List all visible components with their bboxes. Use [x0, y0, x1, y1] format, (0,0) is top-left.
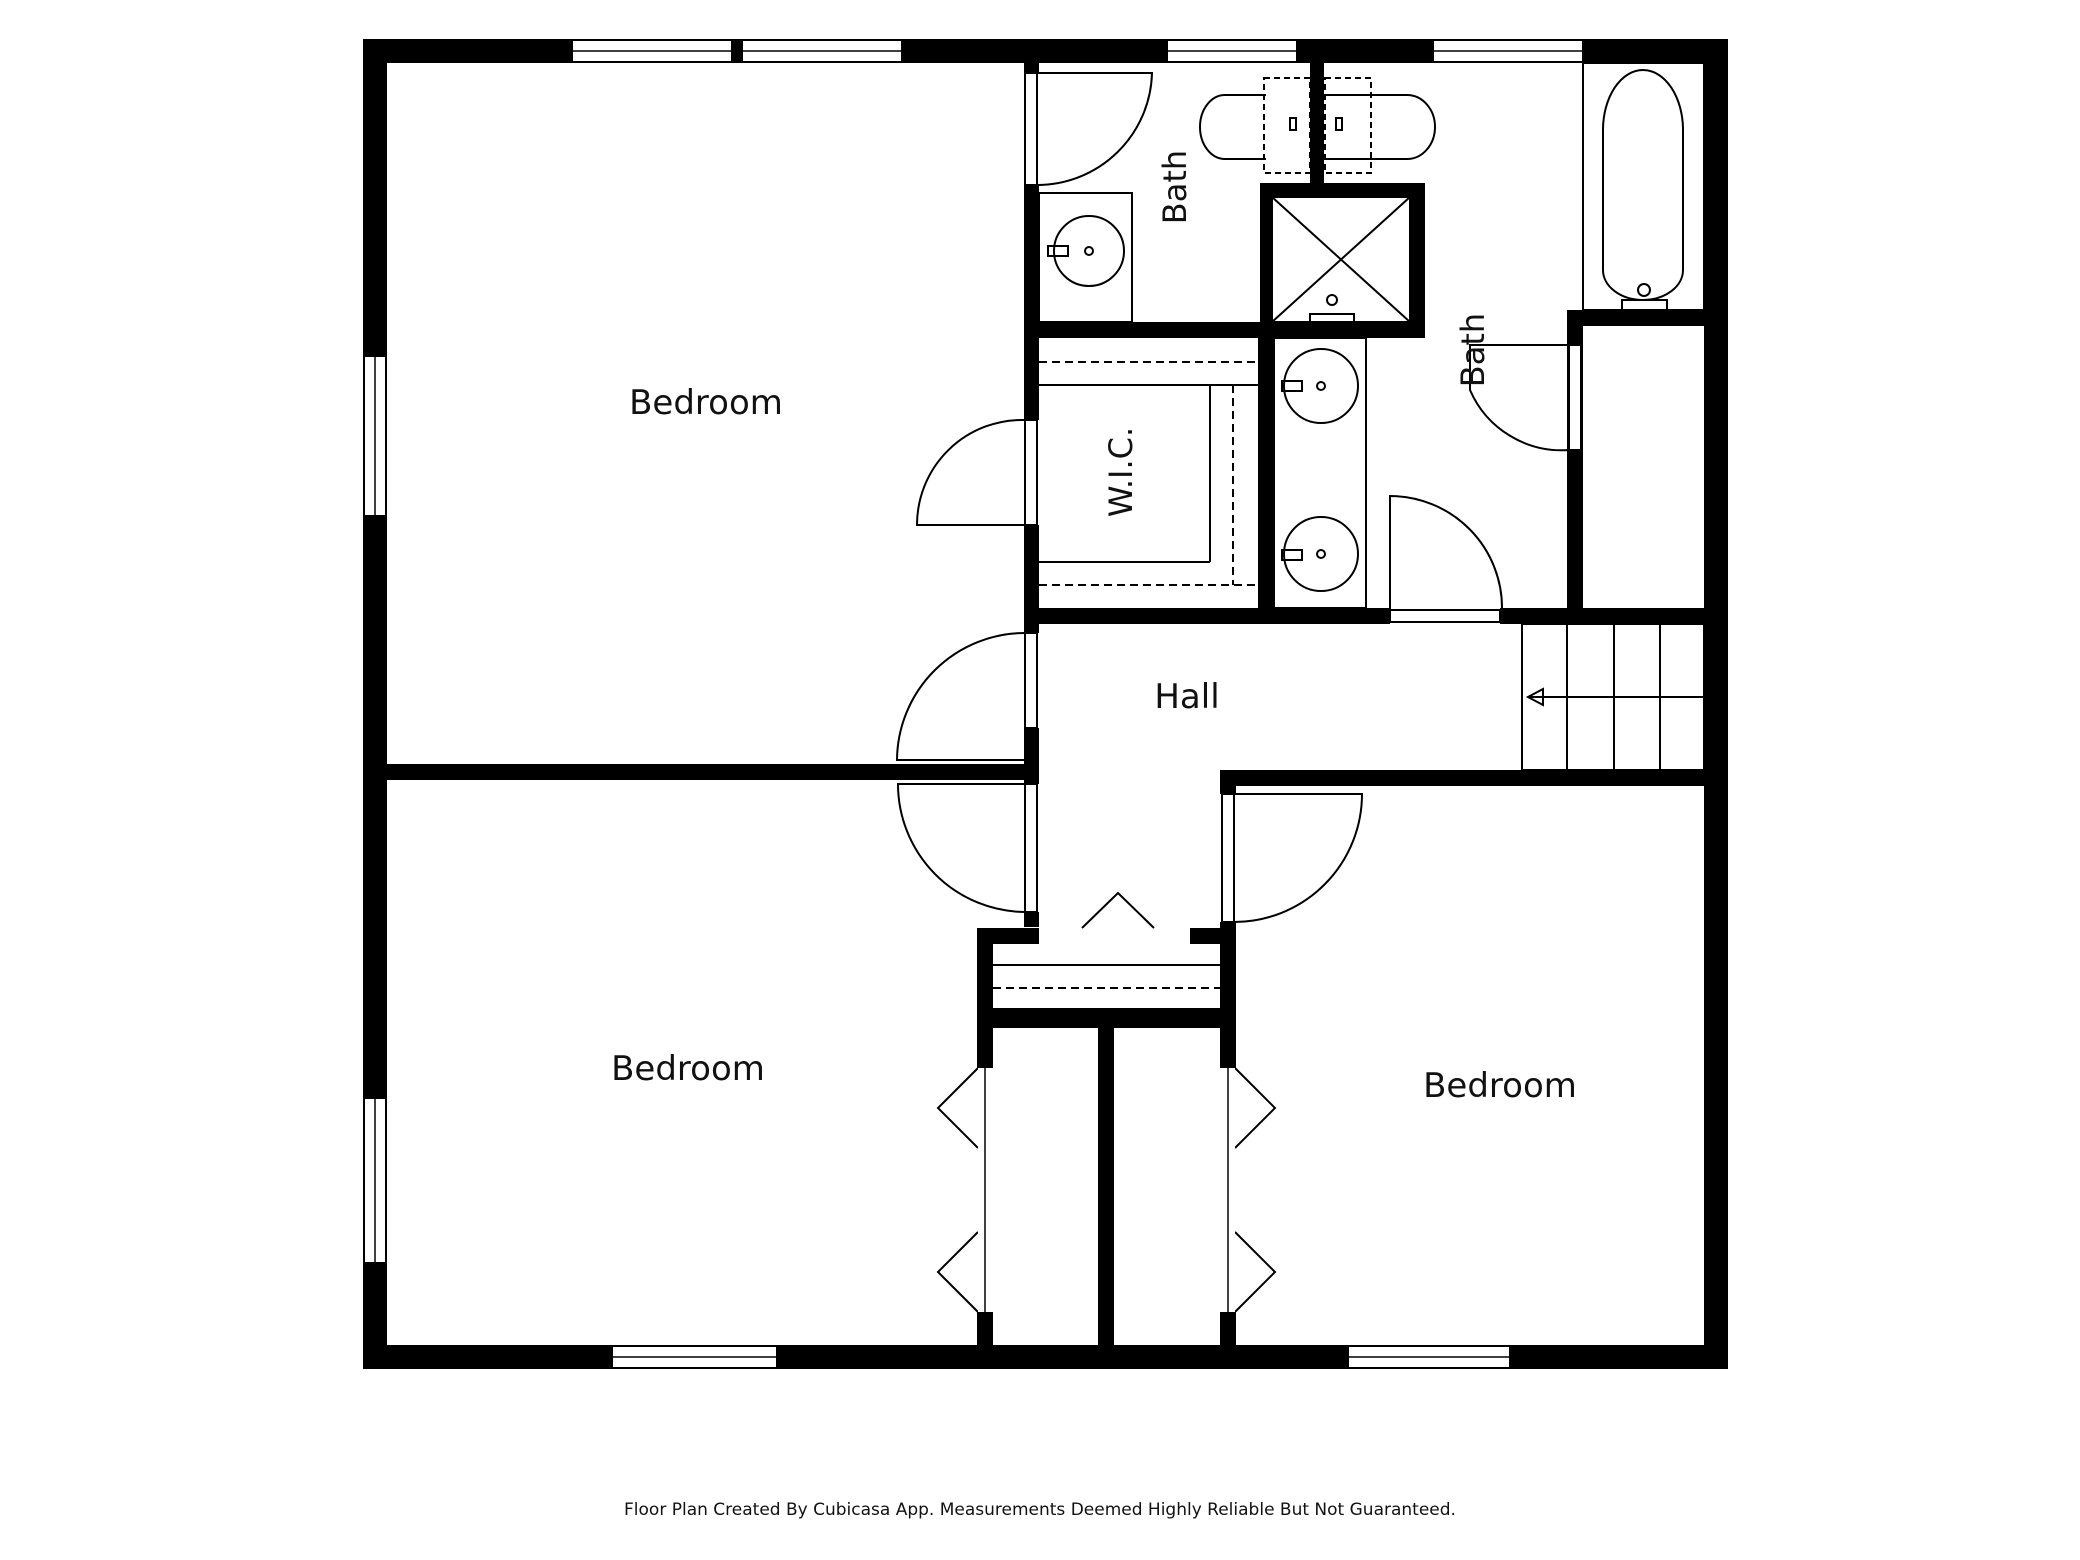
- fixtures: [993, 62, 1705, 989]
- room-label-bedroom-se: Bedroom: [1423, 1066, 1577, 1106]
- exterior-walls: [363, 39, 1728, 1369]
- room-label-bath-1: Bath: [1156, 150, 1194, 224]
- room-label-bath-2: Bath: [1454, 313, 1492, 387]
- room-label-bedroom-nw: Bedroom: [629, 383, 783, 423]
- room-label-hall: Hall: [1154, 677, 1219, 717]
- footer-credit: Floor Plan Created By Cubicasa App. Meas…: [624, 1500, 1456, 1520]
- interior-walls: [387, 63, 1704, 1345]
- doors: [895, 72, 1582, 1313]
- room-label-bedroom-sw: Bedroom: [611, 1049, 765, 1089]
- room-label-wic: W.I.C.: [1102, 427, 1140, 517]
- windows: [363, 39, 1584, 1369]
